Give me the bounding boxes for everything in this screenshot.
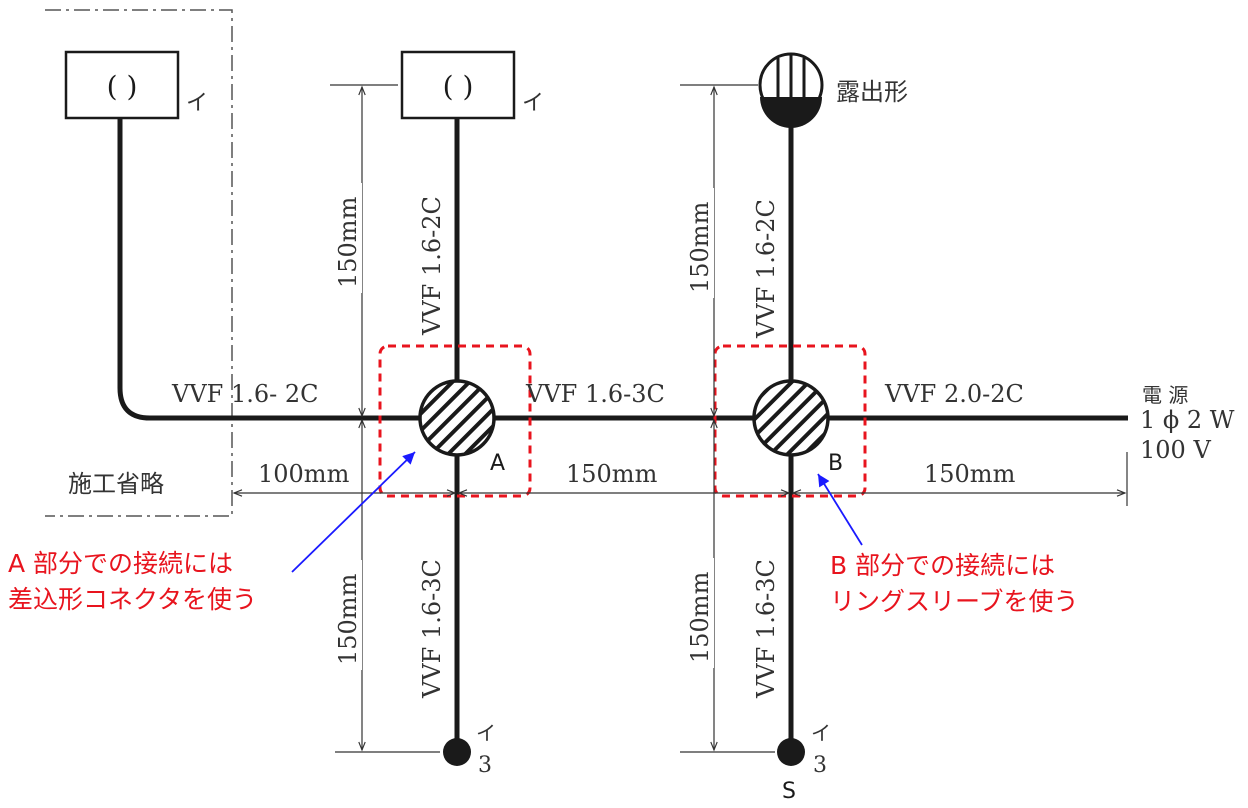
switch-b-mark: イ (811, 721, 831, 745)
dim-v-a-down: 150mm (334, 573, 362, 665)
annotation-arrow-b (817, 473, 863, 546)
dim-v-b-up: 150mm (686, 201, 714, 293)
annotation-arrow-a (291, 451, 416, 573)
switch-a-mark: イ (476, 721, 496, 745)
dim-h-left: 100mm (258, 460, 350, 488)
dim-v-b-down: 150mm (686, 571, 714, 663)
junction-b-label: B (828, 451, 843, 476)
note-b-line2: リングスリーブを使う (830, 587, 1079, 616)
highlight-box-a (378, 344, 532, 498)
lamp-outlet-left: ( ) (64, 50, 180, 120)
lamp-left-mark: イ (186, 91, 208, 116)
junction-box-b (752, 379, 830, 457)
dim-h-right: 150mm (924, 460, 1016, 488)
dim-h-mid: 150mm (566, 460, 658, 488)
cable-b-up-label: VVF 1.6-2C (752, 199, 780, 339)
omitted-area-border (45, 9, 233, 517)
exposed-label: 露出形 (836, 78, 908, 106)
lamp-symbol: ( ) (443, 70, 474, 103)
cable-left-label: VVF 1.6- 2C (171, 380, 318, 408)
note-b: B 部分での接続には リングスリーブを使う (830, 548, 1079, 620)
wire-left-lamp (117, 118, 420, 421)
cable-right-label: VVF 2.0-2C (884, 380, 1024, 408)
note-a: A 部分での接続には 差込形コネクタを使う (8, 546, 257, 618)
note-a-line2: 差込形コネクタを使う (8, 585, 258, 614)
power-phase: 1 ϕ 2 W (1140, 406, 1235, 434)
note-a-line1: A 部分での接続には (8, 549, 234, 578)
switch-a (443, 738, 471, 766)
junction-box-a (418, 379, 496, 457)
lamp-outlet-center: ( ) (400, 50, 516, 120)
power-voltage: 100 V (1140, 436, 1211, 464)
lamp-center-mark: イ (522, 91, 544, 116)
switch-s-label: S (782, 779, 796, 804)
cable-a-up-label: VVF 1.6-2C (418, 196, 446, 336)
switch-b (777, 738, 805, 766)
power-title: 電 源 (1142, 383, 1188, 407)
cable-b-down-label: VVF 1.6-3C (752, 559, 780, 699)
dim-v-a-up: 150mm (334, 196, 362, 288)
switch-a-count: 3 (478, 753, 492, 778)
note-b-line1: B 部分での接続には (830, 551, 1056, 580)
exposed-receptacle-icon (758, 52, 824, 128)
cable-middle-label: VVF 1.6-3C (525, 380, 665, 408)
wiring (117, 118, 1128, 740)
switch-b-count: 3 (813, 753, 827, 778)
lamp-symbol: ( ) (107, 70, 138, 103)
omitted-area-label: 施工省略 (68, 470, 164, 498)
cable-a-down-label: VVF 1.6-3C (418, 559, 446, 699)
junction-a-label: A (490, 451, 505, 476)
